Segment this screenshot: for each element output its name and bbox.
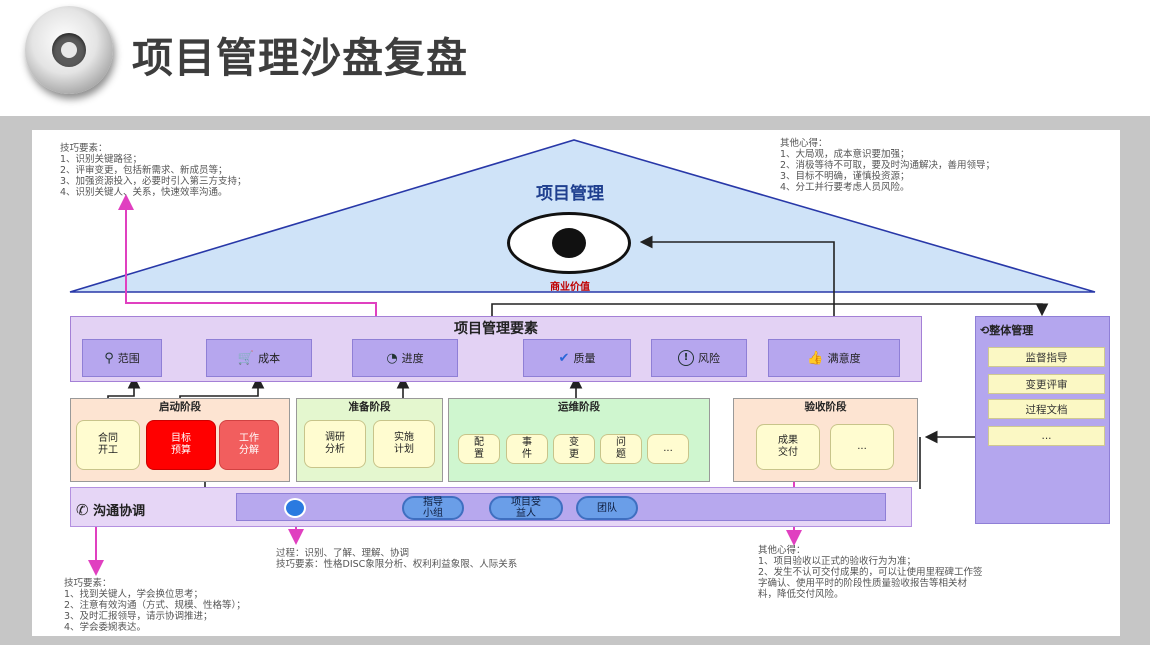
phase-item-problem[interactable]: 问 题 [600, 434, 642, 464]
element-scope[interactable]: ⚲ 范围 [82, 339, 162, 377]
check-icon: ✔ [558, 350, 570, 366]
business-value-label: 商业价值 [550, 282, 590, 293]
element-quality[interactable]: ✔ 质量 [523, 339, 631, 377]
arrow-elements-to-mgmt [491, 303, 1049, 317]
phase-item-more[interactable]: ... [647, 434, 689, 464]
element-label: 满意度 [827, 352, 861, 365]
phase-accept-title: 验收阶段 [804, 401, 847, 413]
mgmt-item-more[interactable]: ... [988, 426, 1105, 446]
cart-icon: 🛒 [237, 350, 255, 366]
comm-item-steering[interactable]: 指导 小组 [402, 496, 464, 520]
roof-title: 项目管理 [536, 184, 604, 204]
alert-icon: ! [678, 350, 694, 366]
eye-icon [507, 212, 631, 274]
element-satisfaction[interactable]: 👍 满意度 [768, 339, 900, 377]
clock-icon: ◔ [386, 350, 398, 366]
phase-item-wbs[interactable]: 工作 分解 [219, 420, 279, 470]
phase-item-plan[interactable]: 实施 计划 [373, 420, 435, 468]
element-cost[interactable]: 🛒 成本 [206, 339, 312, 377]
phase-item-config[interactable]: 配 置 [458, 434, 500, 464]
note-bottom-right: 其他心得： 1、项目验收以正式的验收行为为准； 2、发生不认可交付成果的，可以让… [758, 545, 983, 600]
comm-title: ✆ 沟通协调 [76, 501, 146, 519]
logo-ring-icon [52, 33, 86, 67]
slide-title: 项目管理沙盘复盘 [132, 34, 468, 82]
person-icon [284, 498, 306, 518]
overall-mgmt-title: ⟲整体管理 [980, 324, 1034, 337]
mgmt-item-supervise[interactable]: 监督指导 [988, 347, 1105, 367]
phase-item-incident[interactable]: 事 件 [506, 434, 548, 464]
element-label: 进度 [401, 352, 424, 365]
header-logo [25, 6, 113, 94]
element-label: 范围 [117, 352, 140, 365]
comm-item-beneficiary[interactable]: 项目受 益人 [489, 496, 563, 520]
elements-title: 项目管理要素 [454, 321, 538, 337]
comm-item-team[interactable]: 团队 [576, 496, 638, 520]
phase-item-more[interactable]: ... [830, 424, 894, 470]
phase-ops-title: 运维阶段 [558, 401, 600, 413]
mgmt-item-process-docs[interactable]: 过程文档 [988, 399, 1105, 419]
thumbs-up-icon: 👍 [807, 350, 824, 366]
refresh-icon: ⟲ [980, 324, 990, 337]
phase-item-change[interactable]: 变 更 [553, 434, 595, 464]
phase-start-title: 启动阶段 [159, 401, 201, 413]
element-label: 风险 [698, 352, 720, 365]
note-bottom-left: 技巧要素： 1、找到关键人，学会换位思考； 2、注意有效沟通（方式、规模、性格等… [64, 578, 246, 633]
mgmt-item-change-review[interactable]: 变更评审 [988, 374, 1105, 394]
element-schedule[interactable]: ◔ 进度 [352, 339, 458, 377]
note-top-left: 技巧要素： 1、识别关键路径； 2、评审变更，包括新需求、新成员等； 3、加强资… [60, 143, 247, 198]
phase-prep-title: 准备阶段 [348, 401, 391, 413]
note-top-right: 其他心得： 1、大局观，成本意识要加强； 2、消极等待不可取，要及时沟通解决，善… [780, 138, 996, 193]
phase-item-budget[interactable]: 目标 预算 [146, 420, 216, 470]
phase-item-research[interactable]: 调研 分析 [304, 420, 366, 468]
element-label: 成本 [258, 352, 281, 365]
element-label: 质量 [573, 352, 596, 365]
phase-item-delivery[interactable]: 成果 交付 [756, 424, 820, 470]
arrow-satisfaction-to-value [639, 235, 835, 339]
note-bottom-middle: 过程：识别、了解、理解、协调 技巧要素：性格DISC象限分析、权利利益象限、人际… [276, 548, 518, 570]
element-risk[interactable]: ! 风险 [651, 339, 747, 377]
phase-item-contract[interactable]: 合同 开工 [76, 420, 140, 470]
magnifier-icon: ⚲ [104, 350, 114, 366]
phone-icon: ✆ [76, 501, 89, 519]
